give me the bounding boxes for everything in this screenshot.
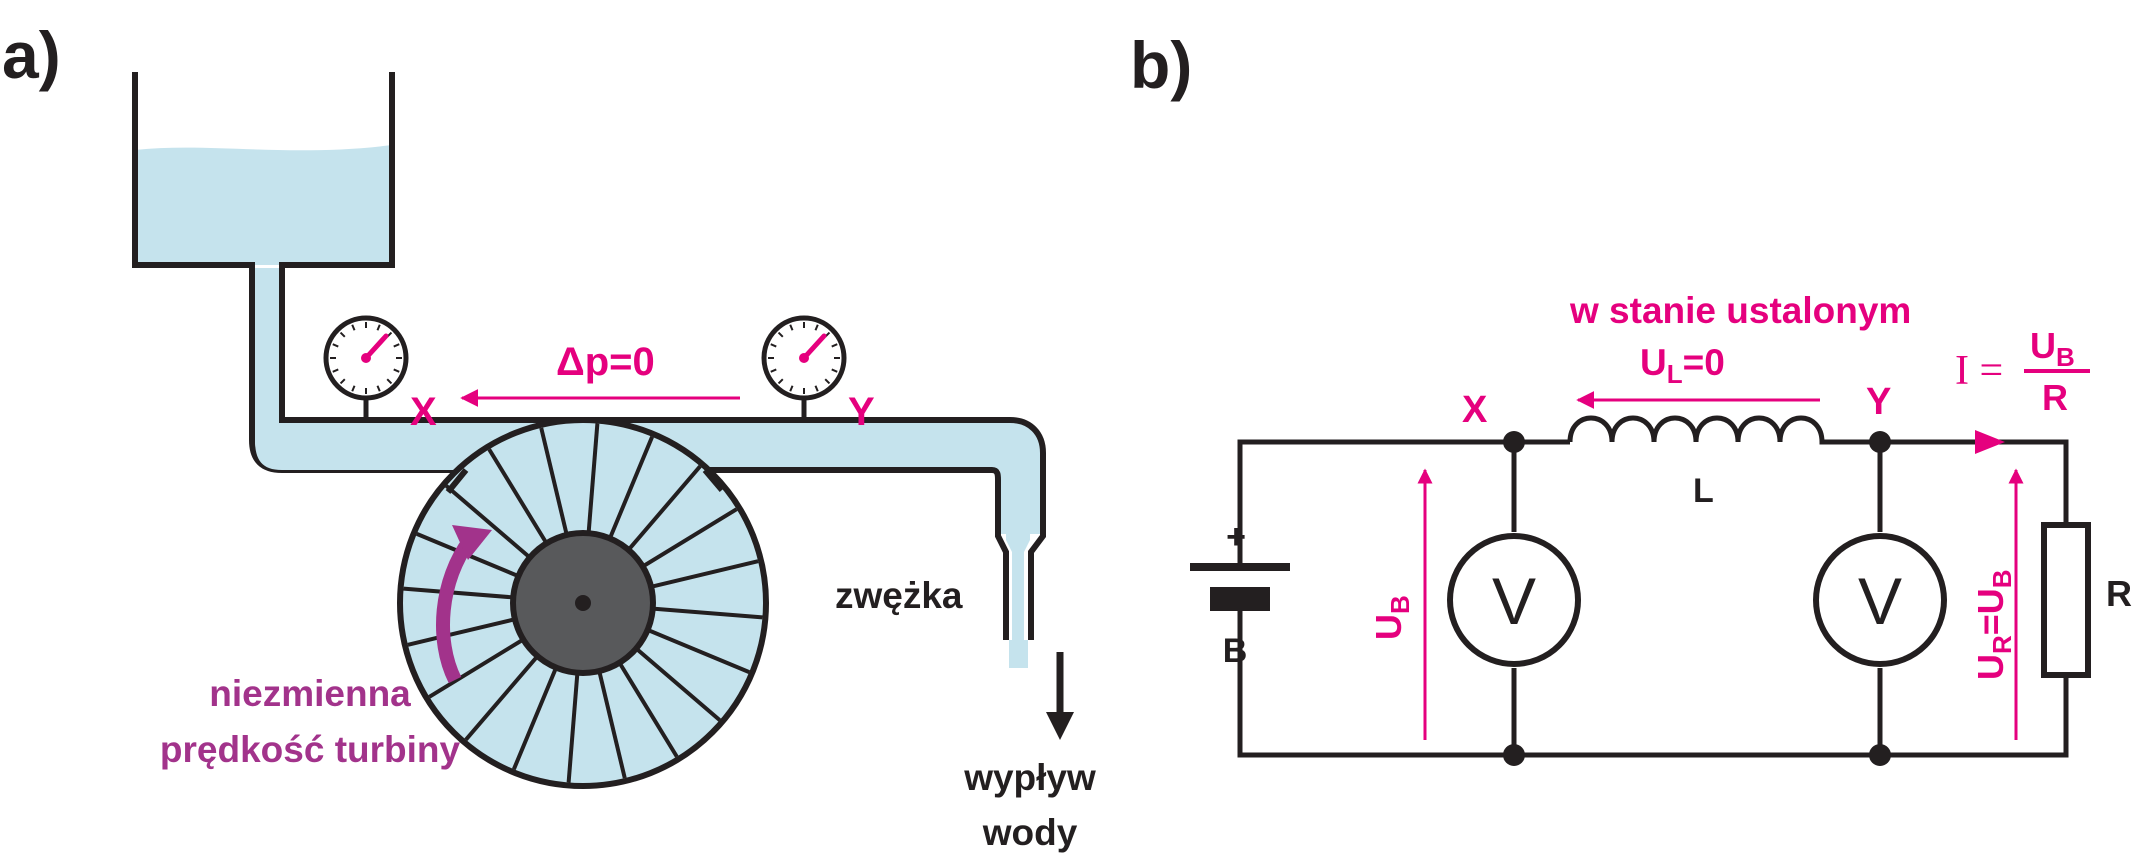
turbine-blade	[617, 661, 679, 758]
panel-a: a)	[2, 18, 1096, 853]
turbine-blade	[512, 666, 558, 770]
voltmeter-right-label: V	[1858, 564, 1902, 638]
voltmeter-right-icon: V	[1813, 533, 1947, 667]
gauge-tick	[339, 331, 346, 338]
node-x-label: X	[1462, 389, 1488, 431]
gauge-tick	[376, 324, 381, 331]
current-prefix: I =	[1955, 348, 2003, 394]
turbine-blade	[444, 484, 532, 559]
resistor-icon	[2041, 522, 2091, 678]
turbine-blade	[487, 448, 549, 545]
pipe-bottom-wall	[705, 467, 1009, 640]
gauge-x-label: X	[410, 390, 437, 434]
battery-icon	[1190, 563, 1290, 611]
current-formula: I = UB R	[1955, 325, 2090, 418]
turbine-outlet-edge	[702, 468, 725, 492]
current-numerator: UB	[2030, 325, 2075, 372]
gauge-tick	[831, 343, 838, 348]
node-y-bottom	[1869, 744, 1891, 766]
turbine-blade	[646, 628, 750, 674]
gauge-tick	[824, 378, 831, 385]
turbine-blade	[608, 436, 654, 540]
node-y-label: Y	[1866, 381, 1891, 423]
outflow-stream	[1009, 640, 1028, 668]
turbine-blade	[407, 617, 516, 647]
voltmeter-left-label: V	[1492, 564, 1536, 638]
gauge-tick	[376, 385, 381, 392]
pressure-gauge-icon-y	[761, 315, 847, 420]
gauge-tick	[789, 385, 794, 392]
ub-label: UB	[1368, 595, 1415, 640]
gauge-tick	[351, 385, 356, 392]
node-y-top	[1869, 431, 1891, 453]
pipe-top-wall	[700, 417, 1046, 640]
gauge-tick	[814, 324, 819, 331]
node-x-bottom	[1503, 744, 1525, 766]
gauge-tick	[386, 378, 393, 385]
gauge-tick	[777, 331, 784, 338]
circuit-wires	[1237, 439, 2069, 758]
turbine-axle	[575, 595, 591, 611]
resistor-label: R	[2106, 573, 2132, 614]
gauge-tick	[332, 368, 339, 373]
gauge-tick	[332, 343, 339, 348]
gauge-y-label: Y	[848, 390, 875, 434]
pressure-gauge-icon-x	[323, 315, 409, 420]
battery-plus: +	[1226, 518, 1246, 556]
gauge-tick	[393, 368, 400, 373]
panel-a-title: a)	[2, 18, 61, 92]
gauge-tick	[351, 324, 356, 331]
ur-label: UR=UB	[1970, 569, 2017, 680]
turbine-blade	[641, 507, 738, 569]
node-x-top	[1503, 431, 1525, 453]
ul-label: UL=0	[1640, 342, 1725, 389]
gauge-tick	[789, 324, 794, 331]
turbine-blade	[652, 606, 763, 620]
circuit-nodes	[1503, 431, 1891, 766]
current-arrow-icon	[1975, 430, 2005, 454]
turbine-label-line2: prędkość turbiny	[160, 729, 461, 770]
gauge-tick	[339, 378, 346, 385]
turbine-inlet-edge	[445, 468, 469, 494]
flow-arrow-icon	[1046, 652, 1074, 740]
turbine-blade	[428, 637, 525, 699]
turbine-wheel-icon	[397, 417, 769, 789]
outflow-label-line1: wypływ	[963, 757, 1096, 798]
voltmeter-left-icon: V	[1447, 533, 1581, 667]
gauge-tick	[831, 368, 838, 373]
gauge-tick	[777, 378, 784, 385]
turbine-blade	[539, 427, 569, 536]
outflow-label-line2: wody	[982, 812, 1078, 853]
turbine-blade	[464, 654, 539, 742]
tank-right-wall	[279, 72, 700, 423]
panel-b: b) + B V V	[1130, 28, 2132, 766]
gauge-tick	[770, 343, 777, 348]
panel-b-title: b)	[1130, 28, 1192, 102]
rotation-arrow-icon	[436, 525, 492, 684]
gauge-tick	[393, 343, 400, 348]
turbine-blade	[586, 423, 600, 534]
turbine-blade	[403, 586, 514, 600]
nozzle-label: zwężka	[835, 575, 963, 616]
turbine-blade	[566, 672, 580, 783]
state-label: w stanie ustalonym	[1569, 290, 1911, 331]
turbine-blade	[597, 670, 627, 779]
inductor-coil-icon	[1567, 415, 1830, 445]
turbine-label-line1: niezmienna	[209, 673, 411, 714]
inductor-label: L	[1693, 472, 1714, 510]
battery-label: B	[1223, 632, 1248, 670]
turbine-blade	[634, 647, 722, 722]
turbine-blade	[650, 559, 759, 589]
current-denominator: R	[2042, 377, 2068, 418]
turbine-blade	[627, 464, 702, 552]
pressure-label: Δp=0	[556, 340, 655, 384]
gauge-tick	[814, 385, 819, 392]
tank-water	[135, 145, 392, 265]
gauge-tick	[770, 368, 777, 373]
